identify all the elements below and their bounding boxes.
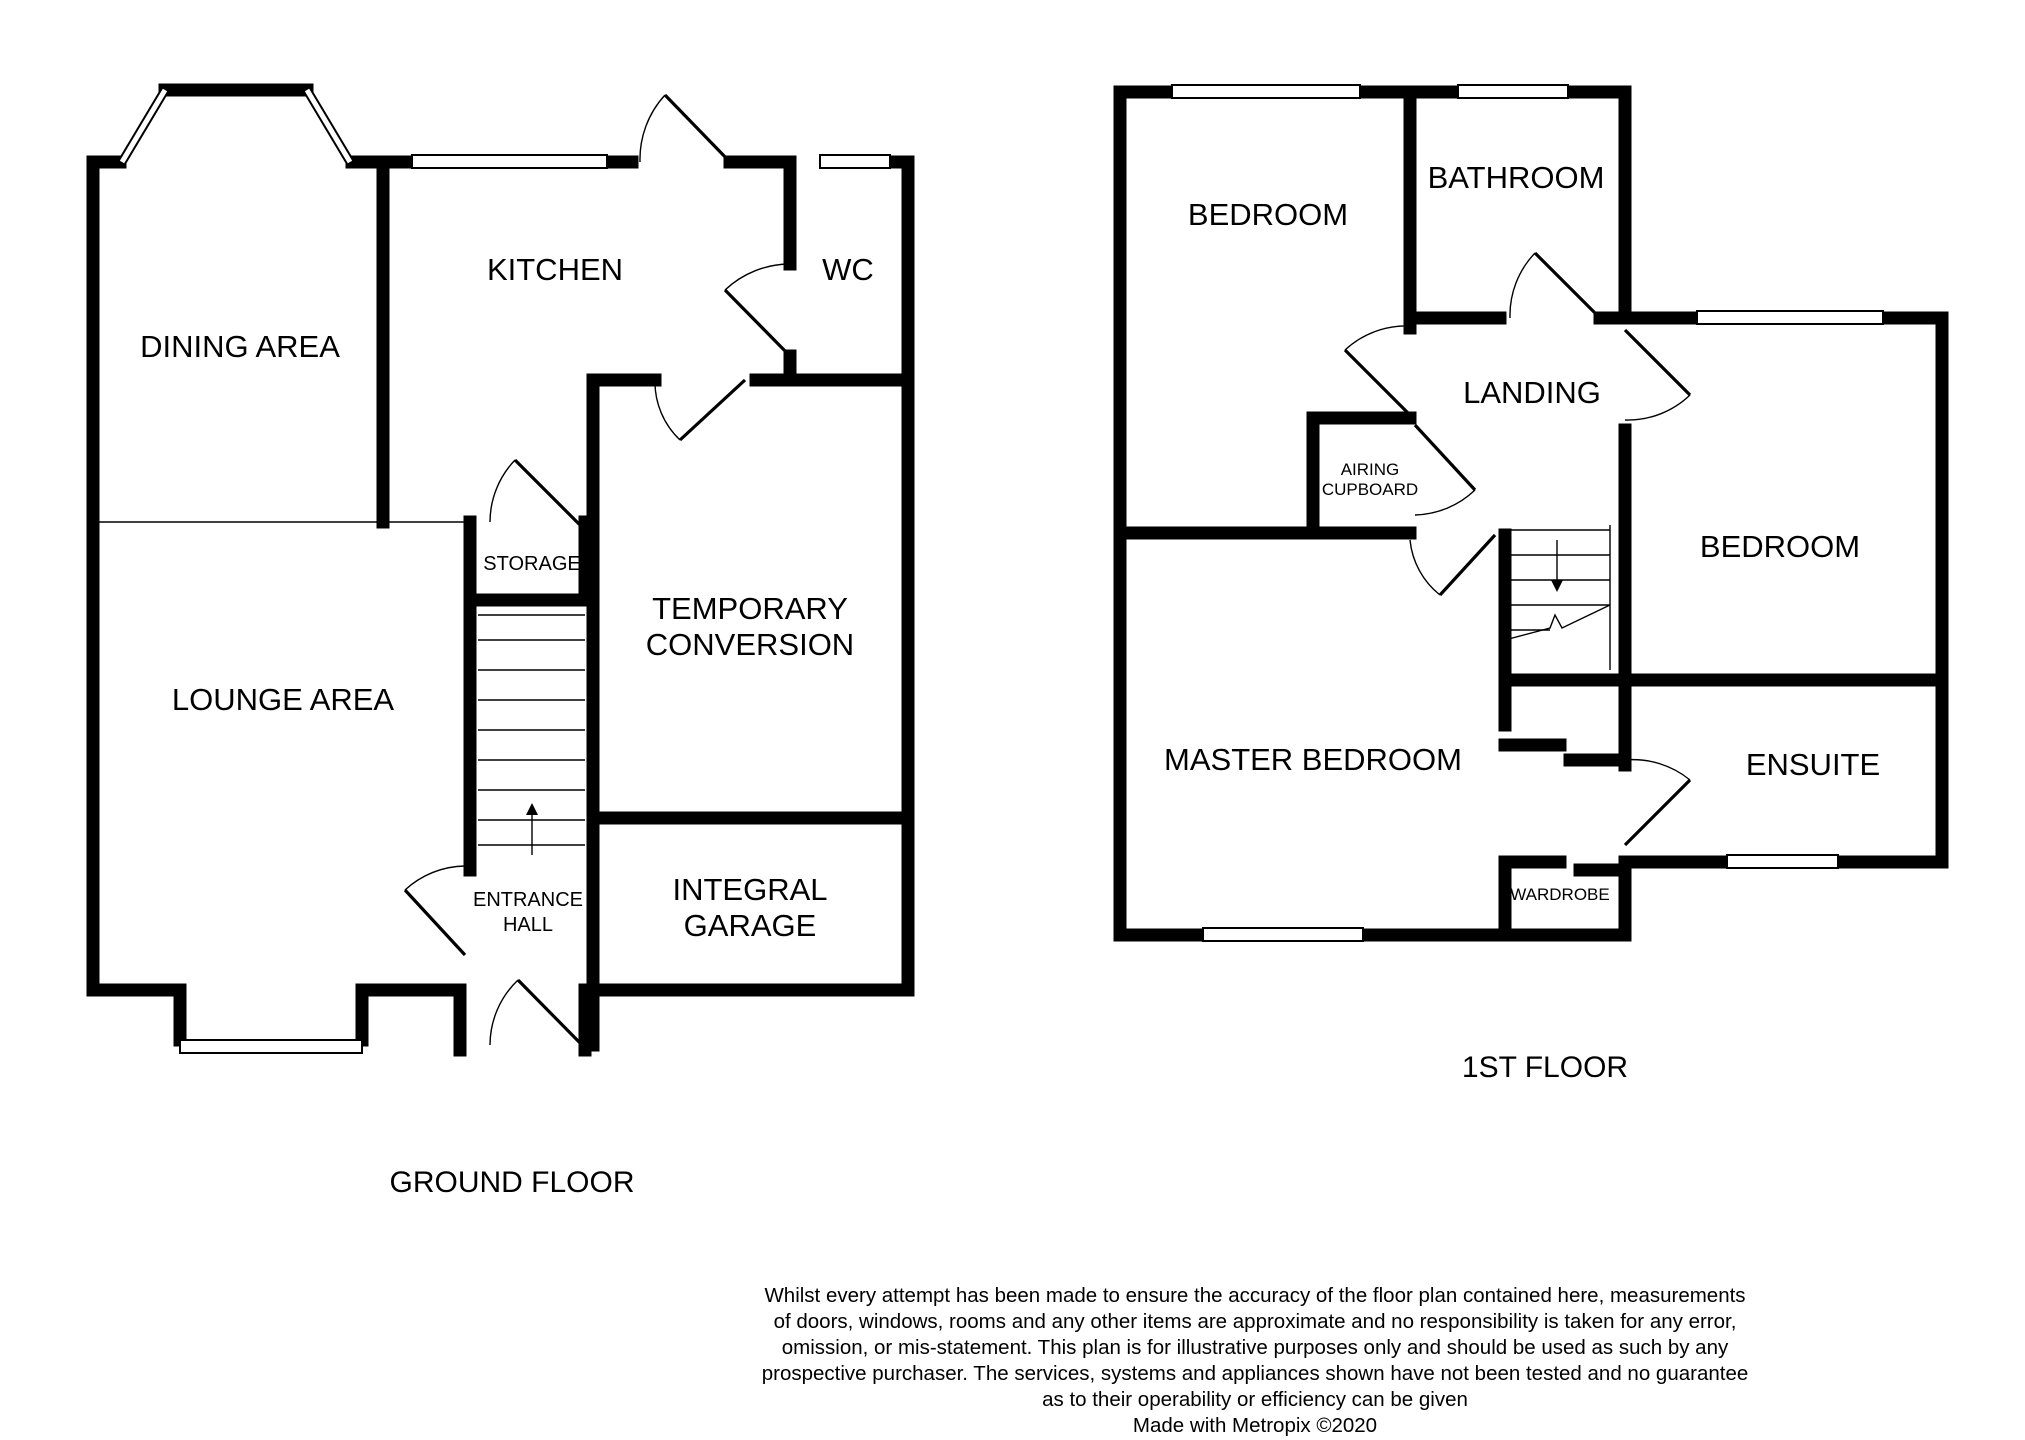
disclaimer-line: Whilst every attempt has been made to en… (764, 1284, 1746, 1307)
room-label-dining-area: DINING AREA (140, 329, 340, 364)
room-label-wc: WC (822, 252, 874, 287)
room-label-cupboard: CUPBOARD (1322, 480, 1418, 499)
bedroom-right-door (1623, 328, 1692, 397)
first-floor-title: 1ST FLOOR (1462, 1051, 1628, 1084)
room-label-wardrobe: WARDROBE (1510, 885, 1610, 904)
room-label-ensuite: ENSUITE (1746, 747, 1880, 782)
room-label-bedroom-2: BEDROOM (1700, 529, 1860, 564)
ground-floor-walls (86, 83, 915, 1057)
stairs-up-arrowhead (526, 803, 538, 815)
ground-floor-title: GROUND FLOOR (389, 1166, 634, 1199)
room-label-bedroom-1: BEDROOM (1188, 197, 1348, 232)
room-label-conversion: CONVERSION (646, 627, 854, 662)
bay-window-right-glass (304, 88, 353, 164)
storage-door (513, 458, 582, 527)
hall-inner-door (403, 888, 467, 957)
stairs-down-arrowhead (1551, 580, 1563, 592)
room-label-airing: AIRING (1341, 460, 1400, 479)
metropix-credit: Made with Metropix ©2020 (1132, 1414, 1378, 1437)
ensuite-window (1726, 854, 1839, 869)
room-label-master-bedroom: MASTER BEDROOM (1164, 742, 1462, 777)
disclaimer-line: omission, or mis-statement. This plan is… (781, 1336, 1729, 1359)
bedroom-front-window (1171, 84, 1361, 99)
ground-floor-labels: DINING AREA KITCHEN WC LOUNGE AREA STORA… (140, 252, 874, 1199)
master-bedroom-window (1202, 927, 1364, 942)
bathroom-door (1533, 251, 1602, 320)
disclaimer-line: of doors, windows, rooms and any other i… (773, 1310, 1737, 1333)
room-label-hall: HALL (503, 914, 553, 936)
room-label-bathroom: BATHROOM (1428, 160, 1605, 195)
room-label-garage: GARAGE (684, 908, 817, 943)
first-floor-doors (1343, 251, 1692, 847)
disclaimer-text: Whilst every attempt has been made to en… (640, 1283, 1870, 1439)
disclaimer-line: prospective purchaser. The services, sys… (761, 1362, 1749, 1385)
kitchen-back-door (663, 93, 732, 164)
room-label-temporary: TEMPORARY (652, 591, 848, 626)
bedroom-side-window (1696, 310, 1884, 325)
lounge-bay-window (179, 1039, 363, 1054)
disclaimer-line: as to their operability or efficiency ca… (1042, 1388, 1468, 1411)
first-floor-stairs (1504, 525, 1611, 670)
ensuite-door (1623, 778, 1692, 847)
kitchen-window (411, 154, 608, 169)
master-bedroom-door (1438, 533, 1497, 597)
room-label-integral: INTEGRAL (672, 872, 827, 907)
bathroom-window (1457, 84, 1569, 99)
wc-door (723, 288, 792, 358)
ground-floor-windows (93, 87, 891, 1054)
first-floor-labels: BEDROOM BATHROOM LANDING AIRING CUPBOARD… (1164, 160, 1880, 1084)
room-label-storage: STORAGE (483, 553, 580, 575)
first-floor-windows (1171, 84, 1884, 942)
front-door (516, 978, 587, 1050)
room-label-kitchen: KITCHEN (487, 252, 623, 287)
wc-window (819, 154, 891, 169)
ground-floor-plan: DINING AREA KITCHEN WC LOUNGE AREA STORA… (86, 83, 915, 1199)
room-label-entrance: ENTRANCE (473, 889, 583, 911)
room-label-lounge-area: LOUNGE AREA (172, 682, 395, 717)
bedroom-door (1343, 348, 1412, 417)
ground-floor-stairs (478, 614, 585, 855)
ground-floor-doors (403, 93, 792, 1050)
conversion-door (678, 378, 747, 442)
room-label-landing: LANDING (1463, 375, 1601, 410)
first-floor-plan: BEDROOM BATHROOM LANDING AIRING CUPBOARD… (1113, 84, 1949, 1084)
first-floor-walls (1113, 85, 1949, 942)
bay-window-left-glass (119, 88, 168, 164)
airing-cupboard-door (1413, 423, 1477, 492)
